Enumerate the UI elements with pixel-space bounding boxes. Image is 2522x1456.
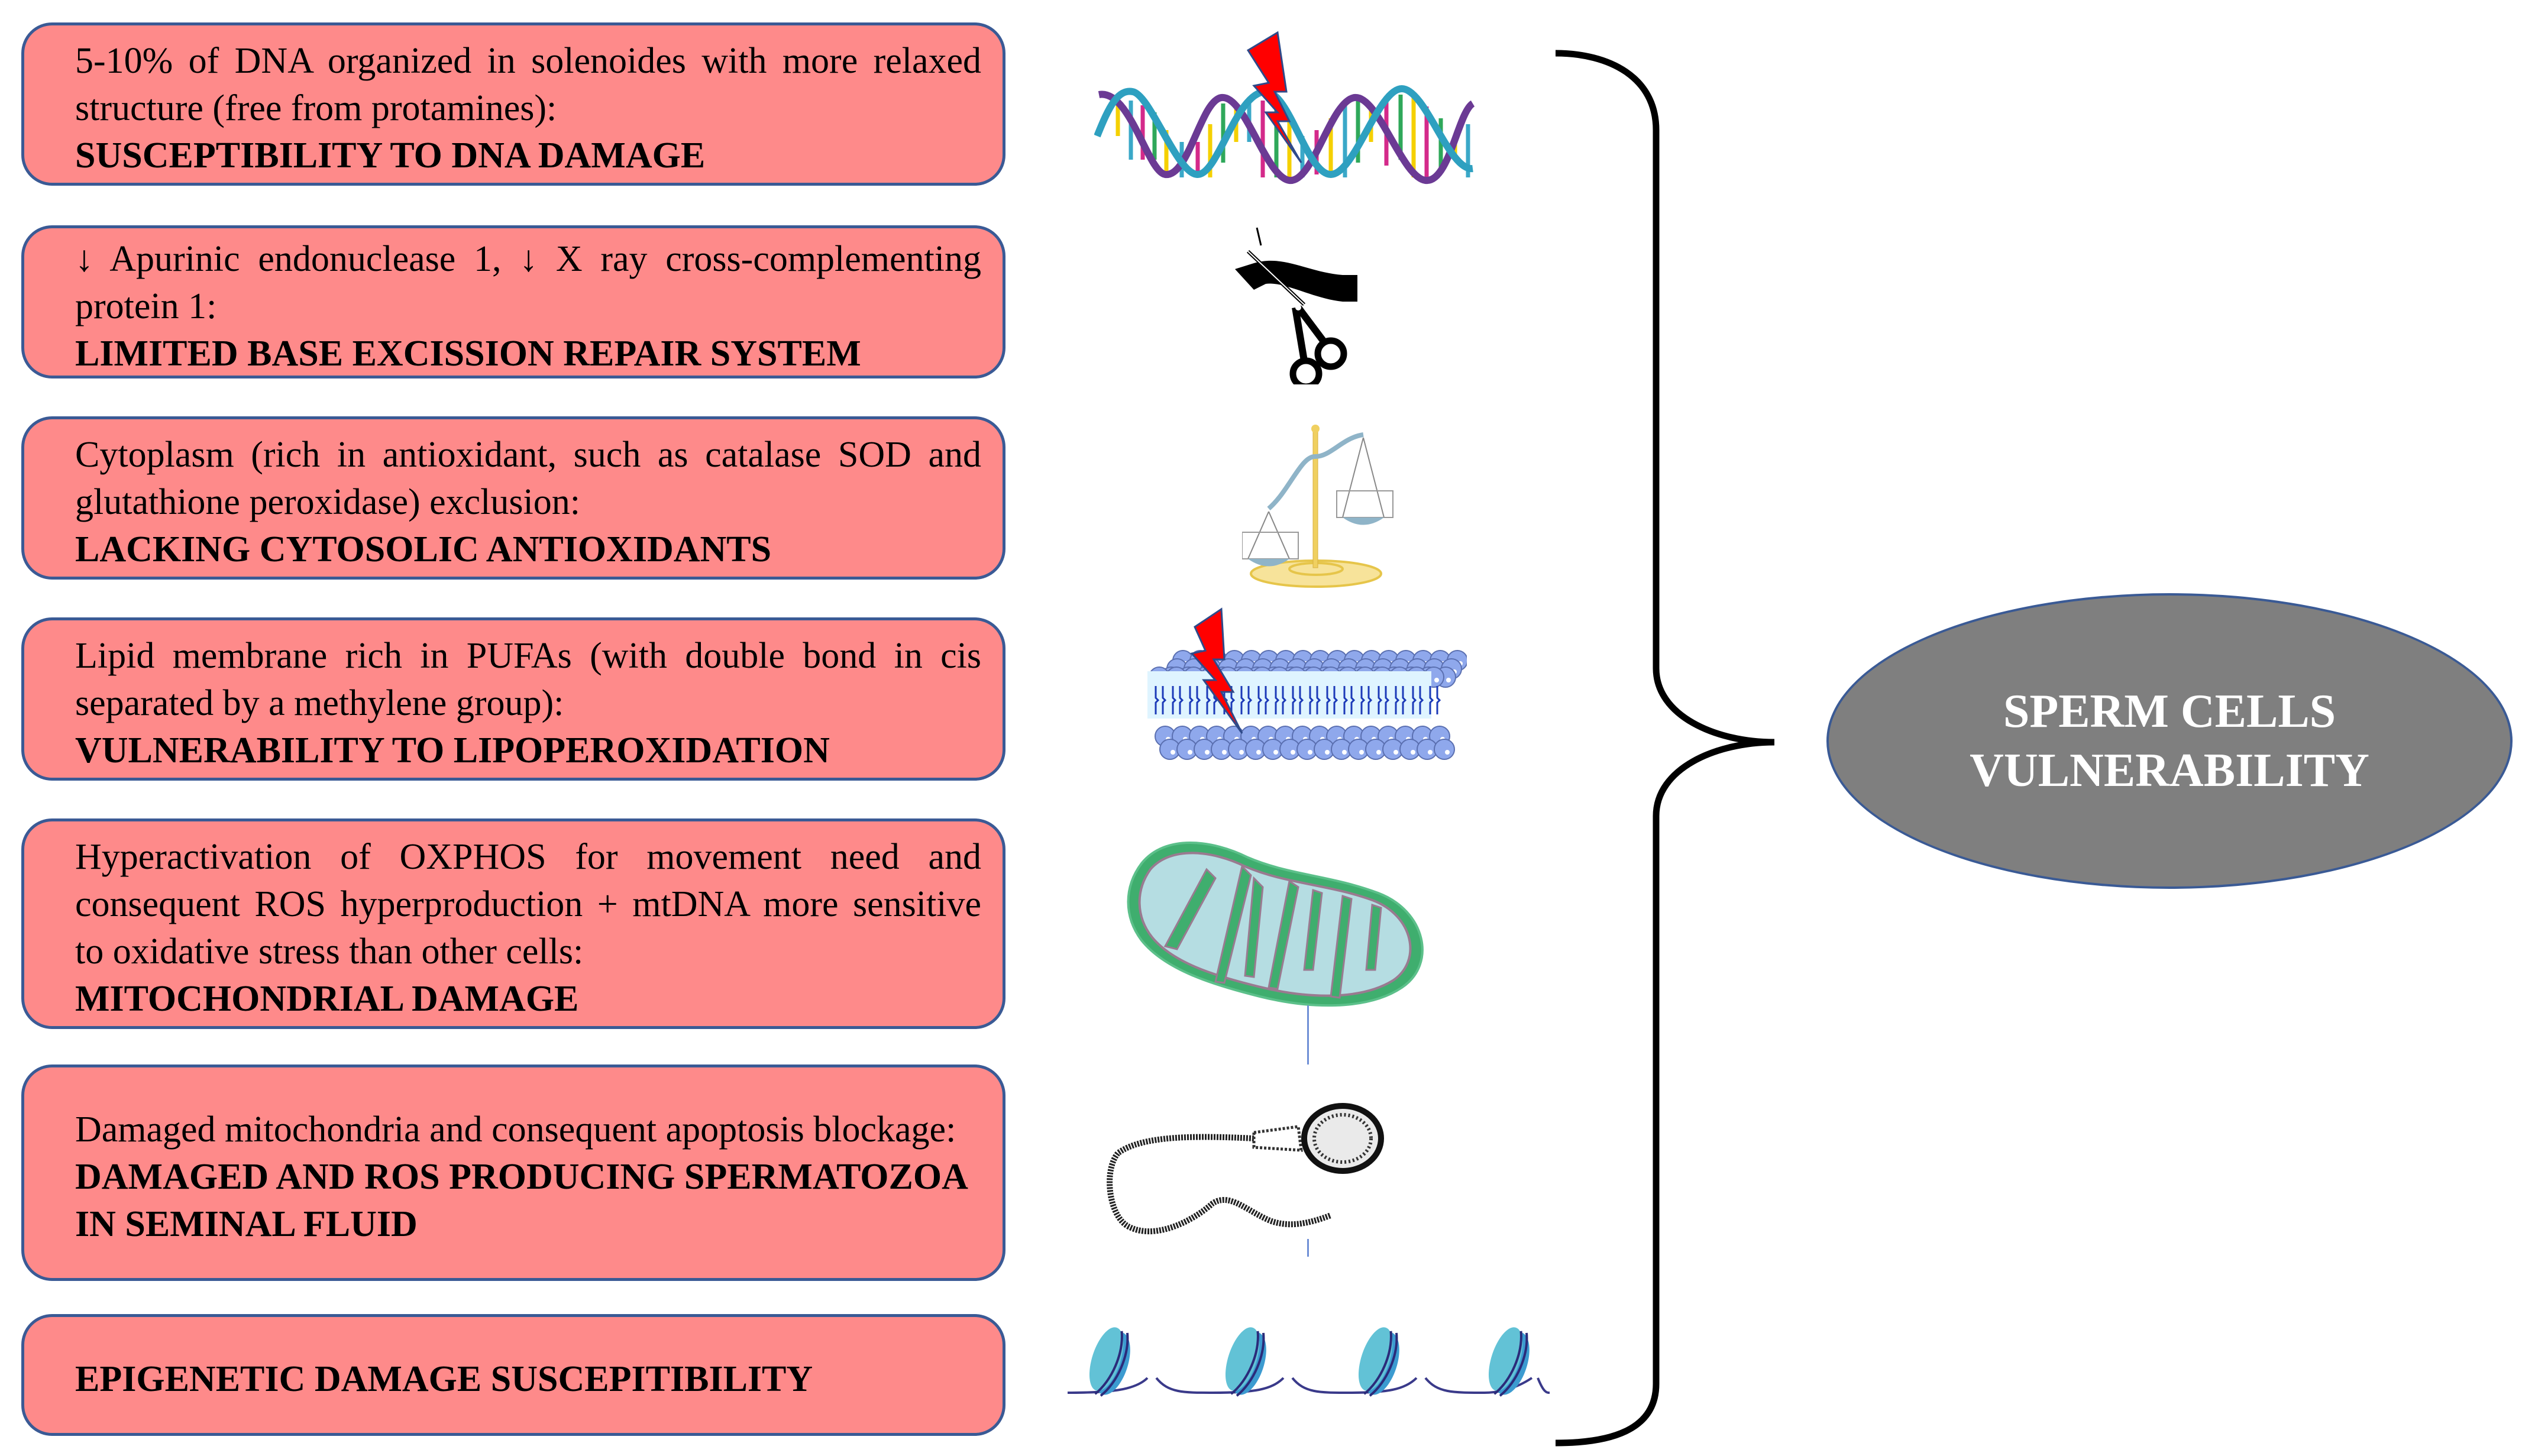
phospholipid-highlight [1445, 750, 1450, 755]
lipid-tail [1230, 686, 1236, 714]
lipid-tail [1162, 686, 1167, 714]
cause-description: Cytoplasm (rich in antioxidant, such as … [75, 435, 981, 522]
lipid-tail [1265, 686, 1270, 714]
spermatozoon-icon [1107, 1103, 1384, 1235]
lipid-bilayer-damage-icon [1147, 607, 1467, 760]
lipid-tail [1292, 686, 1297, 714]
lipid-tail [1385, 686, 1390, 714]
lipid-tail [1257, 686, 1263, 714]
phospholipid-highlight [1393, 750, 1398, 755]
cause-description: 5-10% of DNA organized in solenoides wit… [75, 41, 981, 128]
lipid-tail [1316, 686, 1321, 714]
phospholipid-highlight [1188, 750, 1192, 755]
ribbon-strip [1235, 260, 1357, 302]
lipid-tail [1282, 686, 1287, 714]
nucleosome [1358, 1327, 1399, 1397]
lipid-tail [1196, 686, 1201, 714]
cause-description: Hyperactivation of OXPHOS for movement n… [75, 837, 981, 972]
lipid-tail [1299, 686, 1304, 714]
nucleosome [1488, 1327, 1530, 1397]
cause-description: Damaged mitochondria and consequent apop… [75, 1109, 956, 1150]
phospholipid-highlight [1239, 750, 1244, 755]
cause-box-mitochondrial-damage: Hyperactivation of OXPHOS for movement n… [21, 818, 1005, 1029]
lipid-tail [1172, 686, 1177, 714]
phospholipid-highlight [1256, 750, 1261, 755]
cause-title: LIMITED BASE EXCISSION REPAIR SYSTEM [75, 333, 861, 374]
phospholipid-highlight [1171, 750, 1175, 755]
cause-title: EPIGENETIC DAMAGE SUSCEPITIBILITY [75, 1359, 813, 1399]
result-title-line-1: SPERM CELLS [2003, 685, 2336, 737]
lipid-tail [1429, 686, 1434, 714]
nucleosome [1225, 1327, 1266, 1397]
phospholipid-highlight [1308, 750, 1312, 755]
lipid-tail [1419, 686, 1424, 714]
cause-box-cytosolic-antioxidants: Cytoplasm (rich in antioxidant, such as … [21, 416, 1005, 580]
lipid-tail [1395, 686, 1400, 714]
cause-title: VULNERABILITY TO LIPOPEROXIDATION [75, 730, 830, 771]
lipid-tail [1367, 686, 1373, 714]
phospholipid-highlight [1222, 750, 1227, 755]
bilayer-tails [1155, 686, 1441, 714]
lightning-bolt-icon [1246, 31, 1302, 163]
cause-title: MITOCHONDRIAL DAMAGE [75, 979, 579, 1019]
cause-title: SUSCEPTIBILITY TO DNA DAMAGE [75, 135, 706, 176]
result-ellipse: SPERM CELLS VULNERABILITY [1826, 593, 2513, 889]
dna-strand-purple [1098, 90, 1475, 184]
lipid-tail [1247, 686, 1253, 714]
cause-box-dna-damage: 5-10% of DNA organized in solenoides wit… [21, 22, 1005, 186]
cause-title: LACKING CYTOSOLIC ANTIOXIDANTS [75, 529, 772, 570]
curly-brace [1555, 50, 1775, 1447]
lipid-tail [1412, 686, 1417, 714]
lipid-tail [1155, 686, 1160, 714]
lipid-tail [1309, 686, 1314, 714]
balance-scale-icon [1242, 425, 1393, 588]
phospholipid-head [1434, 739, 1455, 760]
connector-line [1307, 1239, 1309, 1257]
lightning-bolt-icon [1190, 607, 1243, 734]
lipid-tail [1326, 686, 1331, 714]
lipid-tail [1378, 686, 1383, 714]
cause-box-lipoperoxidation: Lipid membrane rich in PUFAs (with doubl… [21, 617, 1005, 781]
cause-box-damaged-spermatozoa: Damaged mitochondria and consequent apop… [21, 1065, 1005, 1281]
lipid-tail [1275, 686, 1280, 714]
phospholipid-highlight [1434, 678, 1439, 682]
lipid-tail [1179, 686, 1184, 714]
phospholipid-highlight [1325, 750, 1330, 755]
lipid-tail [1206, 686, 1211, 714]
lipid-tail [1343, 686, 1349, 714]
result-title-line-2: VULNERABILITY [1970, 745, 2369, 797]
dna-damage-icon [1094, 31, 1475, 184]
scissors-cutting-icon [1235, 227, 1357, 384]
cause-description: ↓ Apurinic endonuclease 1, ↓ X ray cross… [75, 238, 981, 326]
lipid-tail [1436, 686, 1441, 714]
cause-box-epigenetic-damage: EPIGENETIC DAMAGE SUSCEPITIBILITY [21, 1314, 1005, 1436]
bilayer-bottom-layer [1155, 726, 1455, 760]
lipid-tail [1240, 686, 1246, 714]
phospholipid-highlight [1359, 750, 1364, 755]
phospholipid-highlight [1291, 750, 1295, 755]
lipid-tail [1333, 686, 1338, 714]
phospholipid-highlight [1342, 750, 1347, 755]
phospholipid-highlight [1411, 750, 1415, 755]
nucleosome-chromatin-icon [1067, 1327, 1550, 1397]
mitochondrion-icon [1127, 842, 1424, 1007]
cause-title: DAMAGED AND ROS PRODUCING SPERMATOZOA IN… [75, 1157, 966, 1244]
connector-line [1307, 1005, 1309, 1065]
phospholipid-highlight [1273, 750, 1278, 755]
phospholipid-highlight [1446, 678, 1451, 682]
nucleosome [1089, 1327, 1130, 1397]
cause-box-base-excision-repair: ↓ Apurinic endonuclease 1, ↓ X ray cross… [21, 225, 1005, 378]
phospholipid-highlight [1205, 750, 1210, 755]
lipid-tail [1360, 686, 1366, 714]
lipid-tail [1350, 686, 1356, 714]
phospholipid-highlight [1376, 750, 1381, 755]
lipid-tail [1402, 686, 1407, 714]
lipid-tail [1189, 686, 1194, 714]
phospholipid-highlight [1428, 750, 1433, 755]
cause-description: Lipid membrane rich in PUFAs (with doubl… [75, 636, 981, 723]
